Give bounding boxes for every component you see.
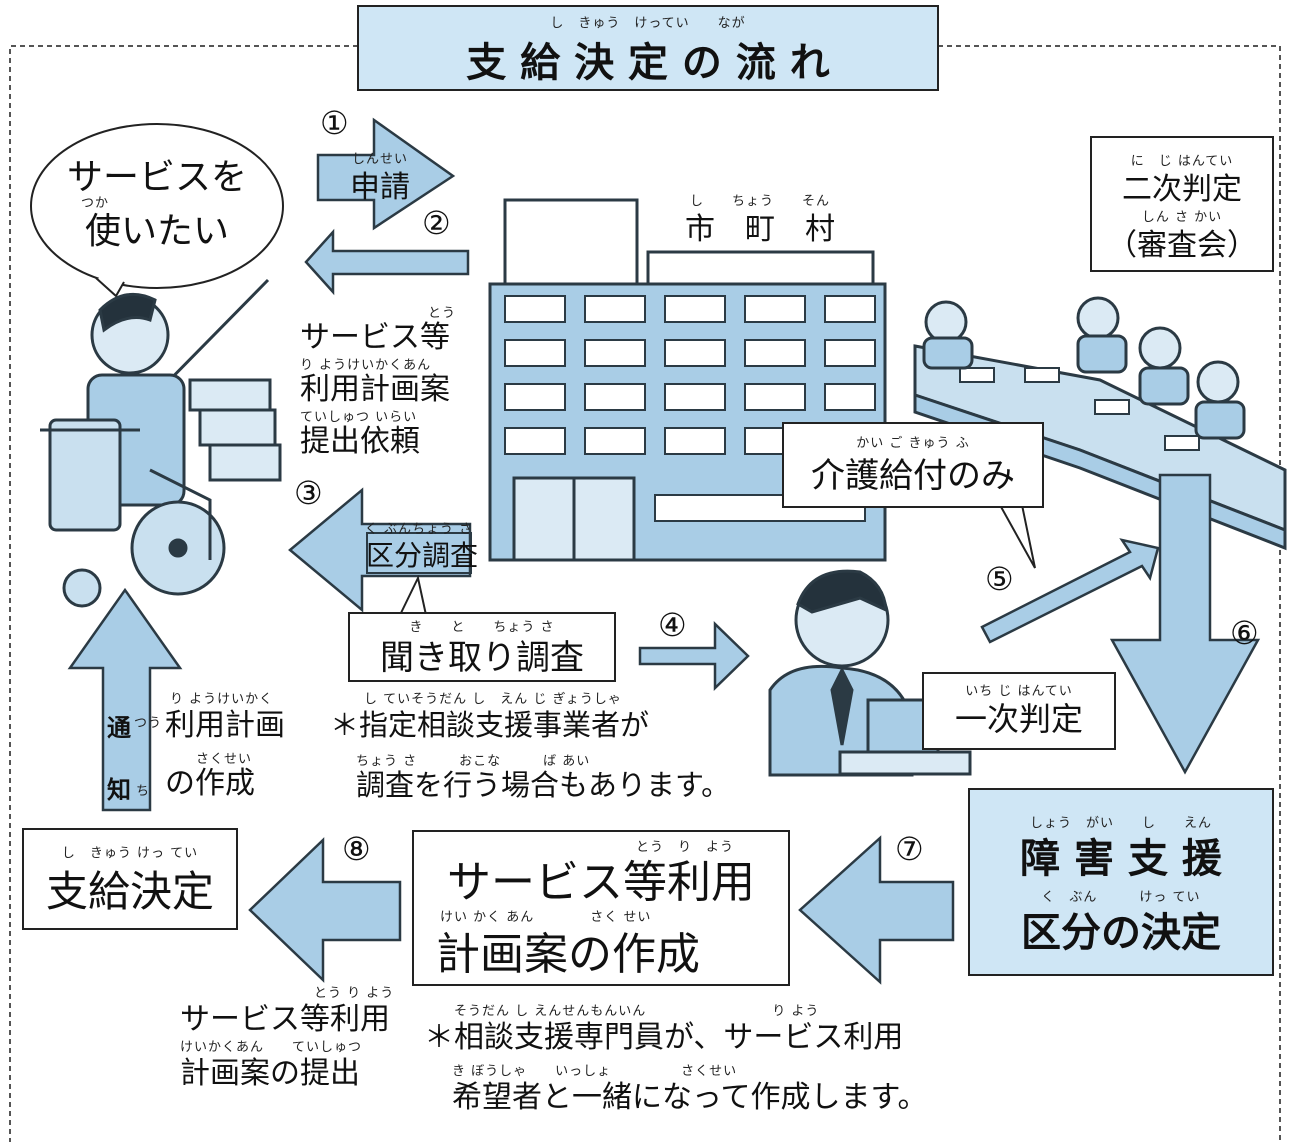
plan-request-ruby3: ていしゅつ いらい <box>300 410 418 425</box>
arrow-down-secondary <box>1109 473 1261 775</box>
arrow-survey <box>288 487 472 613</box>
care-only-ruby: かい ご きゅう ふ <box>856 436 970 451</box>
step-5-number: ⑤ <box>985 560 1014 598</box>
notice-char2: 知 <box>107 776 131 804</box>
care-only-label: 介護給付のみ <box>811 456 1015 496</box>
plan-request-ruby2: り ようけいかくあん <box>300 358 432 373</box>
decision-ruby: し きゅう けっ てい <box>61 846 199 861</box>
arrow-interview <box>638 621 750 691</box>
apply-ruby: しんせい <box>351 152 408 167</box>
step-2-number: ② <box>422 204 451 242</box>
survey-label-frame <box>366 532 472 574</box>
page-title: 支 給 決 定 の 流 れ <box>466 40 830 86</box>
submit-line1: サービス等利用 <box>180 1002 390 1037</box>
step-8-number: ⑧ <box>342 830 371 868</box>
secondary-decision-box <box>1090 136 1274 272</box>
disability-category-panel <box>968 788 1274 976</box>
interview-label: 聞き取り調査 <box>380 638 584 678</box>
speech-bubble <box>30 123 284 298</box>
arrow-up-notice <box>67 587 183 812</box>
disability-line2: 区分の決定 <box>1021 910 1221 956</box>
apply-label: 申請 <box>350 170 410 205</box>
interview-ruby: き と ちょう さ <box>409 620 555 635</box>
interview-box <box>348 612 616 682</box>
submit-ruby1: とう り よう <box>314 986 395 1001</box>
step-3-number: ③ <box>294 474 323 512</box>
arrow-to-decision <box>248 837 402 983</box>
note1-line2: 調査を行う場合もあります。 <box>356 768 731 802</box>
disability-ruby1: しょう がい し えん <box>1029 816 1212 831</box>
municipal-office-building <box>488 198 887 562</box>
plan-create-ruby2: けい かく あん さく せい <box>440 910 652 925</box>
bubble-line2: 使いたい <box>84 211 229 252</box>
notice-ruby1: つう <box>134 716 163 731</box>
primary-label: 一次判定 <box>954 700 1083 738</box>
step-7-number: ⑦ <box>895 830 924 868</box>
survey-ruby: く ぶんちょう さ <box>364 522 474 537</box>
arrow-apply <box>316 117 456 231</box>
plan-create-ruby1: とう り よう <box>636 840 735 855</box>
disability-line1: 障 害 支 援 <box>1020 836 1222 882</box>
flow-arrows <box>67 117 1261 985</box>
plan-request-line2: 利用計画案 <box>300 372 450 407</box>
plan-request-line3: 提出依頼 <box>300 424 420 459</box>
frame-right <box>938 45 1281 1142</box>
secondary-line1: 二次判定 <box>1122 172 1242 207</box>
plan-create-line1: サービス等利用 <box>447 857 755 908</box>
disability-ruby2: く ぶん けっ てい <box>1041 890 1201 905</box>
plan-make-line1: 利用計画 <box>165 708 285 743</box>
secondary-ruby2: しん さ かい <box>1141 210 1223 225</box>
survey-pointer <box>399 574 427 616</box>
title-panel <box>357 5 939 91</box>
plan-make-ruby1: り ようけいかく <box>170 692 274 707</box>
wheelchair-user-figure <box>40 278 282 608</box>
note1-ruby2: ちょう さ おこな ば あい <box>356 754 591 769</box>
bubble-ruby: つか <box>80 196 109 211</box>
arrow-to-secondary <box>980 538 1160 644</box>
title-ruby: し きゅう けってい なが <box>550 16 746 31</box>
plan-make-ruby2: さくせい <box>196 752 253 767</box>
notice-char1: 通 <box>107 714 131 742</box>
submit-ruby2: けいかくあん ていしゅつ <box>180 1040 363 1055</box>
primary-decision-box <box>922 672 1116 750</box>
note2-line1: ＊相談支援専門員が、サービス利用 <box>424 1020 904 1055</box>
notice-ruby2: ち <box>136 784 151 799</box>
secondary-ruby1: に じ はんてい <box>1130 154 1234 169</box>
note1-line1: ＊指定相談支援事業者が <box>330 708 650 742</box>
note2-line2: 希望者と一緒になって作成します。 <box>452 1080 928 1115</box>
plan-create-line2: 計画案の作成 <box>436 929 700 980</box>
survey-label: 区分調査 <box>366 539 479 572</box>
care-only-callout <box>782 422 1044 508</box>
decision-label: 支給決定 <box>45 867 214 916</box>
step-1-number: ① <box>320 104 349 142</box>
note2-ruby2: き ぼうしゃ いっしょ さくせい <box>452 1064 738 1079</box>
plan-make-line2: の作成 <box>165 766 255 801</box>
plan-create-box <box>412 830 790 986</box>
submit-line2: 計画案の提出 <box>180 1056 360 1091</box>
note1-ruby1: し ていそうだん し えん じ ぎょうしゃ <box>364 692 622 707</box>
municipality-label: 市 町 村 <box>685 212 835 247</box>
step-4-number: ④ <box>658 606 687 644</box>
arrow-request <box>304 228 470 296</box>
municipality-ruby: し ちょう そん <box>689 194 830 209</box>
step-6-number: ⑥ <box>1230 614 1259 652</box>
secondary-line2: （審査会） <box>1107 228 1257 263</box>
note2-ruby1: そうだん し えんせんもんいん り よう <box>454 1004 820 1019</box>
plan-request-ruby1: とう <box>428 306 457 321</box>
care-only-pointer <box>999 504 1036 569</box>
primary-ruby: いち じ はんてい <box>965 684 1073 699</box>
payment-decision-box <box>22 828 238 930</box>
bubble-line1: サービスを <box>66 157 247 198</box>
plan-request-line1: サービス等 <box>300 320 450 355</box>
arrow-to-plan <box>798 835 955 985</box>
